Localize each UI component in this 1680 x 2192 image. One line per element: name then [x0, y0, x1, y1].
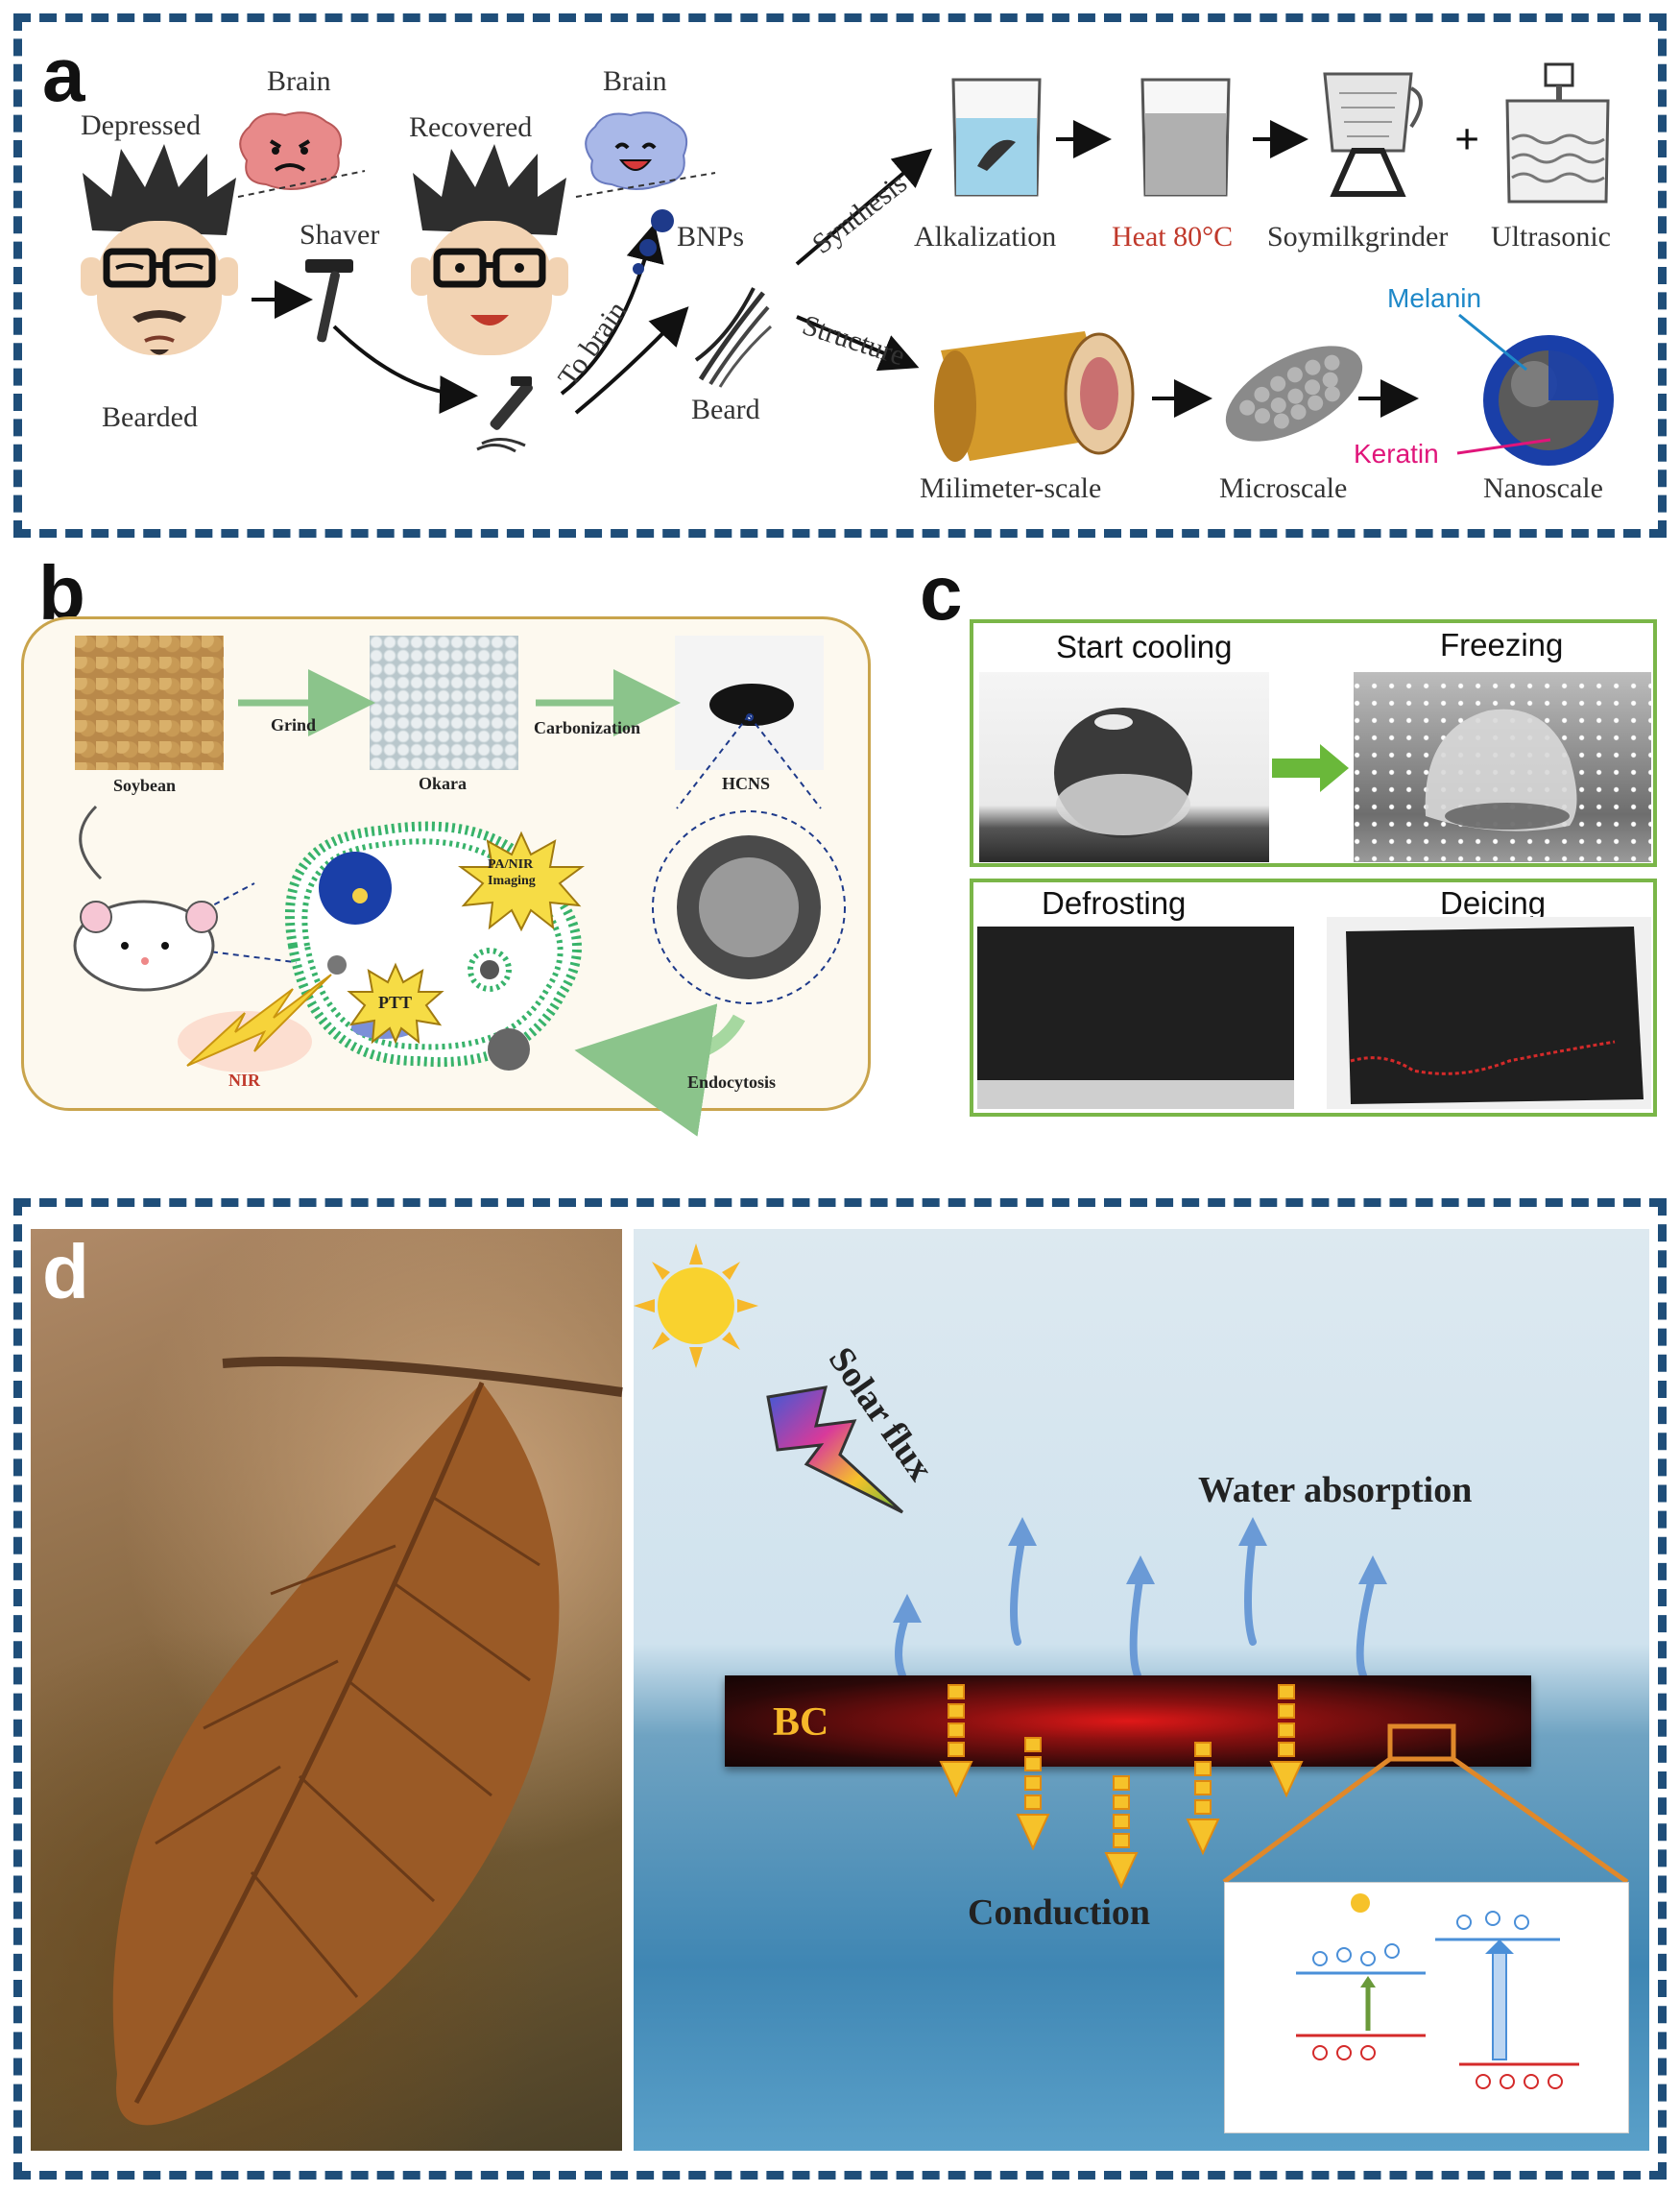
microscale-label: Microscale	[1219, 472, 1348, 504]
beard-icon	[694, 287, 773, 388]
keratin-label: Keratin	[1354, 439, 1439, 469]
deicing-label: Deicing	[1440, 885, 1547, 921]
millimeter-scale-label: Milimeter-scale	[920, 472, 1102, 504]
bc-label: BC	[773, 1700, 829, 1745]
freezing-label: Freezing	[1440, 627, 1564, 662]
frozen-droplet	[1425, 709, 1577, 831]
small-shaver-icon	[476, 376, 534, 453]
solar-flux-bolt-icon	[766, 1385, 904, 1514]
ptt-label: PTT	[378, 993, 413, 1012]
panel-c-letter: c	[920, 550, 963, 636]
depressed-brain-icon	[239, 111, 342, 190]
nir-label: NIR	[228, 1071, 261, 1090]
brain-label-2: Brain	[603, 65, 667, 97]
water-droplet	[1054, 708, 1192, 838]
band-diagram	[1296, 1893, 1579, 2089]
bearded-face-illustration	[81, 144, 238, 355]
bnps-dots	[633, 209, 674, 275]
bc-layer	[725, 1675, 1531, 1767]
grind-label: Grind	[271, 715, 317, 735]
happy-brain-icon	[585, 111, 687, 190]
nir-lightning-icon	[178, 974, 332, 1072]
shaver-icon	[305, 259, 353, 343]
conduction-label: Conduction	[968, 1892, 1151, 1933]
panel-b-arrows	[157, 669, 846, 1137]
microscale-cuticle-icon	[1225, 346, 1363, 442]
okara-label: Okara	[419, 774, 468, 793]
panel-a-connectors	[237, 120, 1419, 418]
brain-label-1: Brain	[267, 65, 331, 97]
nanoscale-label: Nanoscale	[1483, 472, 1603, 504]
okara-image	[370, 636, 518, 770]
bnps-label: BNPs	[677, 221, 745, 253]
millimeter-scale-hair-icon	[934, 331, 1135, 462]
endocytosis-label: Endocytosis	[687, 1072, 777, 1092]
ultrasonic-icon	[1505, 62, 1610, 204]
melanin-pointer	[1456, 313, 1551, 455]
plus-sign: +	[1454, 114, 1480, 163]
ultrasonic-label: Ultrasonic	[1491, 221, 1611, 253]
band-diagram-inset	[1224, 1882, 1629, 2133]
water-absorption-label: Water absorption	[1198, 1470, 1473, 1510]
beard-label: Beard	[691, 394, 760, 425]
defrosting-label: Defrosting	[1042, 885, 1187, 921]
carbonization-label: Carbonization	[534, 718, 641, 737]
shaver-label: Shaver	[300, 219, 380, 251]
depressed-label: Depressed	[81, 109, 201, 141]
soymilkgrinder-label: Soymilkgrinder	[1267, 221, 1449, 253]
beaker-alkalization-icon	[951, 78, 1042, 197]
imaging-label: Imaging	[488, 874, 536, 888]
recovered-face-illustration	[411, 144, 568, 355]
sun-icon	[634, 1243, 758, 1368]
pa-nir-imaging-starburst	[457, 831, 586, 932]
defrosting-photo	[977, 927, 1294, 1109]
hcns-label: HCNS	[722, 774, 771, 793]
cooling-arrow	[1272, 744, 1349, 792]
panel-a-letter: a	[42, 32, 85, 117]
start-cooling-label: Start cooling	[1056, 629, 1233, 664]
beaker-heat-icon	[1140, 78, 1231, 197]
melanin-label: Melanin	[1387, 283, 1482, 313]
deicing-sample	[1346, 927, 1644, 1104]
dried-leaf	[112, 1357, 623, 2126]
panel-d-letter: d	[42, 1229, 89, 1314]
bearded-label: Bearded	[102, 401, 198, 433]
ptt-starburst	[347, 962, 444, 1045]
hcns-tem-image	[677, 835, 821, 979]
panel-a-frame	[13, 13, 1667, 538]
soymilk-grinder-icon	[1323, 72, 1423, 197]
nanoscale-particle-icon	[1483, 335, 1614, 466]
soybean-image	[75, 636, 224, 770]
alkalization-label: Alkalization	[914, 221, 1057, 253]
pa-nir-label: PA/NIR	[488, 857, 534, 872]
recovered-label: Recovered	[409, 111, 533, 143]
panel-d-frame	[13, 1198, 1667, 2180]
soybean-label: Soybean	[113, 776, 177, 795]
mouse-illustration	[73, 805, 218, 992]
heat-label: Heat 80°C	[1112, 221, 1234, 253]
